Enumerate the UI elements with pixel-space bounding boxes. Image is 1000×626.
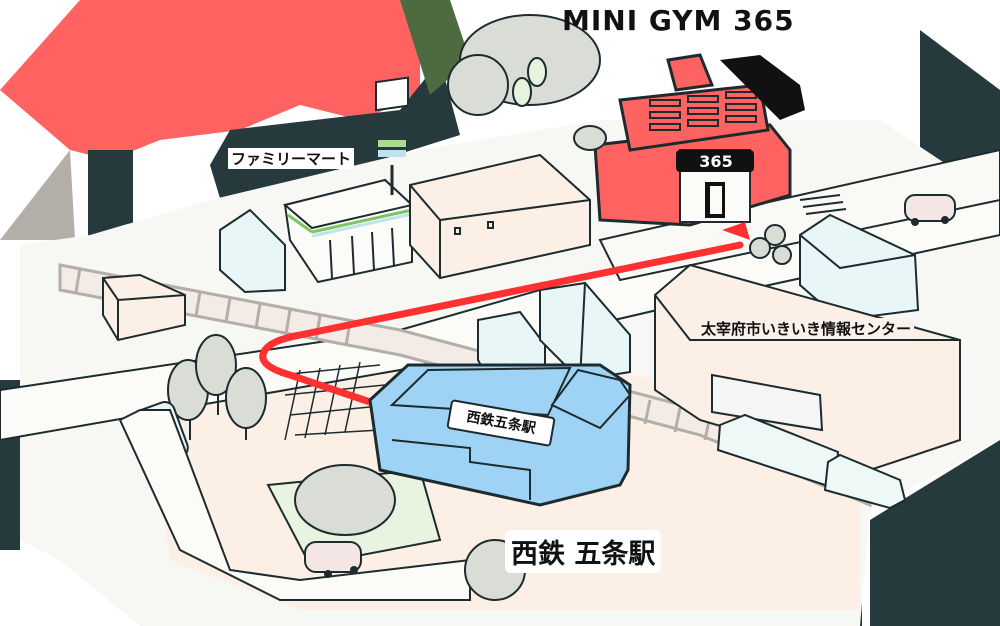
gray-corner-decoration	[0, 150, 75, 240]
familymart-sign	[375, 76, 409, 195]
route-line	[259, 241, 744, 406]
dark-frame-top	[210, 60, 460, 215]
train	[716, 413, 907, 510]
trees-small-right	[749, 224, 792, 265]
gym-building	[593, 53, 792, 227]
trees-plaza-left	[167, 334, 267, 440]
familymart-building	[282, 178, 415, 284]
info-center-label: 太宰府市いきいき情報センター	[698, 318, 915, 339]
route-arrow-icon	[722, 222, 750, 240]
gym-label: MINI GYM 365	[562, 4, 795, 37]
dark-frame-right-bottom	[870, 440, 1000, 626]
building-light-blue-right	[799, 213, 920, 322]
building-small-left	[219, 208, 286, 294]
info-center-building	[654, 263, 961, 472]
house-left	[102, 273, 186, 342]
gym-road	[598, 148, 1000, 282]
building-pink-middle	[409, 153, 591, 280]
car-right	[904, 194, 956, 226]
shadow-behind-gym	[720, 55, 805, 120]
station-building	[368, 363, 632, 507]
red-corner-decoration	[0, 0, 420, 160]
bush-lower	[294, 464, 396, 536]
tree-cluster-top	[447, 14, 601, 116]
car-lower	[304, 541, 362, 578]
crosswalk	[799, 194, 847, 215]
station-label: 西鉄 五条駅	[505, 530, 662, 573]
station-plaza-grid	[279, 361, 391, 441]
gym-sign-365: 365	[699, 152, 733, 171]
car-behind-gym	[573, 125, 607, 151]
familymart-label: ファミリーマート	[228, 148, 355, 169]
